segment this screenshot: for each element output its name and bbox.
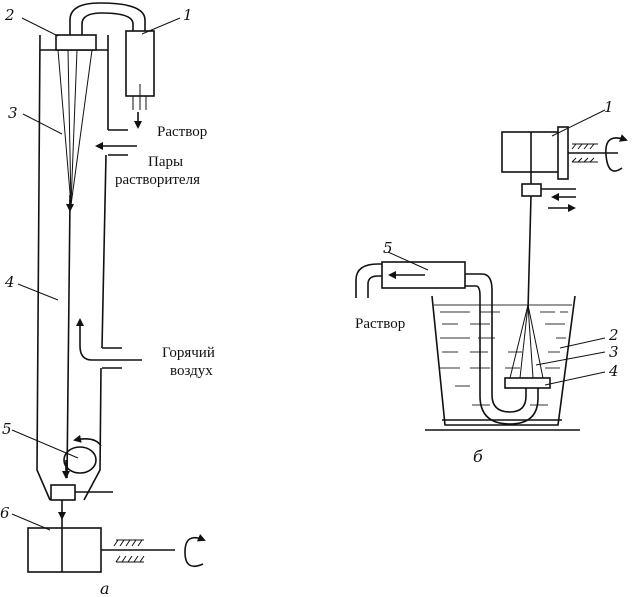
- annotation-hot-air-2: воздух: [170, 363, 213, 379]
- panel-b-wet-spinning: 1 5 2 3 4 Раствор б: [355, 98, 628, 466]
- label-1: 1: [183, 6, 193, 24]
- godet-rotation-arrow: [73, 434, 102, 447]
- coagulation-bath: [431, 295, 576, 426]
- fiber-thread: [66, 199, 71, 479]
- traverse-guide: [521, 183, 542, 197]
- label-4: 4: [4, 273, 15, 291]
- label-2: 2: [4, 6, 15, 24]
- annotation-solvent-vapor-2: растворителя: [115, 172, 200, 188]
- label-5: 5: [2, 420, 12, 438]
- label-5: 5: [383, 239, 393, 257]
- label-3: 3: [609, 343, 619, 361]
- thread-guide: [50, 484, 76, 501]
- hot-air-arrow: [76, 318, 142, 361]
- annotation-hot-air-1: Горячий: [162, 345, 215, 361]
- label-3: 3: [8, 104, 18, 122]
- panel-a-dry-spinning: 2 1 3 4 5 6 Раствор Пары растворителя Го…: [0, 2, 215, 597]
- panel-a-caption: а: [100, 579, 110, 597]
- label-6: 6: [0, 504, 10, 522]
- bath-liquid: [440, 311, 568, 406]
- annotation-solution: Раствор: [355, 316, 405, 332]
- fiber-thread: [527, 172, 532, 311]
- bobbin-rotation-arrow: [605, 134, 628, 172]
- godet-roller: [63, 446, 97, 474]
- bobbin-flange: [557, 126, 569, 180]
- fiber-cone: [509, 304, 544, 379]
- annotation-solution: Раствор: [157, 124, 207, 140]
- spinneret: [55, 34, 97, 51]
- annotation-solvent-vapor-1: Пары: [148, 154, 183, 170]
- take-up-bobbin: [27, 527, 102, 573]
- spinneret: [504, 377, 551, 389]
- spinning-shaft: [36, 34, 128, 501]
- panel-b-caption: б: [473, 447, 483, 466]
- label-4: 4: [608, 362, 619, 380]
- label-1: 1: [604, 98, 614, 116]
- fiber-bundle: [57, 49, 93, 206]
- label-2: 2: [608, 326, 619, 344]
- solution-tube: [465, 273, 527, 413]
- winding-bobbin: [501, 131, 567, 173]
- feed-tube: [69, 2, 146, 35]
- bobbin-rotation-arrow: [184, 533, 206, 568]
